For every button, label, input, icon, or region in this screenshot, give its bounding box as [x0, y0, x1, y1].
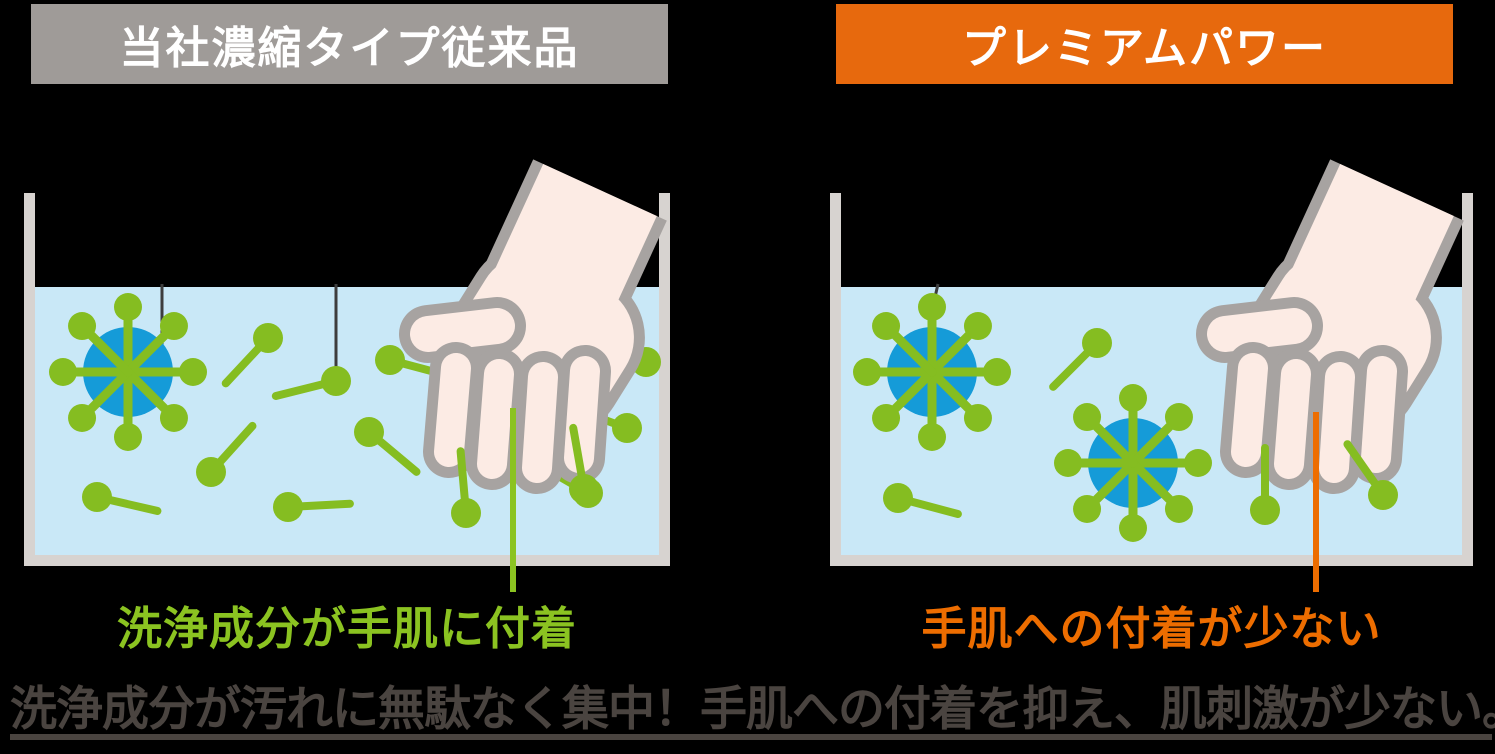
- beaker-right-wall: [1462, 193, 1473, 566]
- hand: [399, 159, 667, 494]
- panel-header-premium: プレミアムパワー: [836, 4, 1453, 84]
- surfactant-molecule: [354, 417, 421, 476]
- beaker-left-wall: [24, 193, 35, 566]
- surfactant-molecule: [273, 492, 354, 522]
- summary-underline: [10, 734, 1492, 740]
- molecule-on-skin: [451, 447, 481, 528]
- beaker-left-wall: [830, 193, 841, 566]
- caption-premium: 手肌への付着が少ない: [921, 602, 1382, 654]
- surfactant-molecule: [1049, 328, 1112, 391]
- beaker-right-wall: [659, 193, 670, 566]
- molecule-on-skin: [1343, 440, 1398, 510]
- hand: [1196, 159, 1464, 494]
- micelle-around-dirt: [49, 293, 207, 451]
- surfactant-molecule: [82, 482, 162, 515]
- beaker-conventional: [24, 159, 670, 592]
- beaker-floor: [830, 555, 1473, 566]
- surfactant-molecule: [196, 421, 257, 487]
- micelle-around-dirt: [1054, 384, 1212, 542]
- surfactant-molecule: [883, 483, 962, 519]
- panel-header-conventional: 当社濃縮タイプ従来品: [31, 4, 668, 84]
- molecule-on-skin: [1250, 444, 1280, 525]
- summary-text: 洗浄成分が汚れに無駄なく集中！手肌への付着を抑え、肌刺激が少ない。: [10, 682, 1495, 735]
- surfactant-molecule: [271, 366, 351, 400]
- caption-conventional: 洗浄成分が手肌に付着: [116, 602, 577, 654]
- beaker-premium: [830, 159, 1473, 592]
- micelle-around-dirt: [853, 293, 1011, 451]
- molecule-on-skin: [569, 423, 599, 504]
- surfactant-molecule: [221, 323, 283, 388]
- beaker-floor: [24, 555, 670, 566]
